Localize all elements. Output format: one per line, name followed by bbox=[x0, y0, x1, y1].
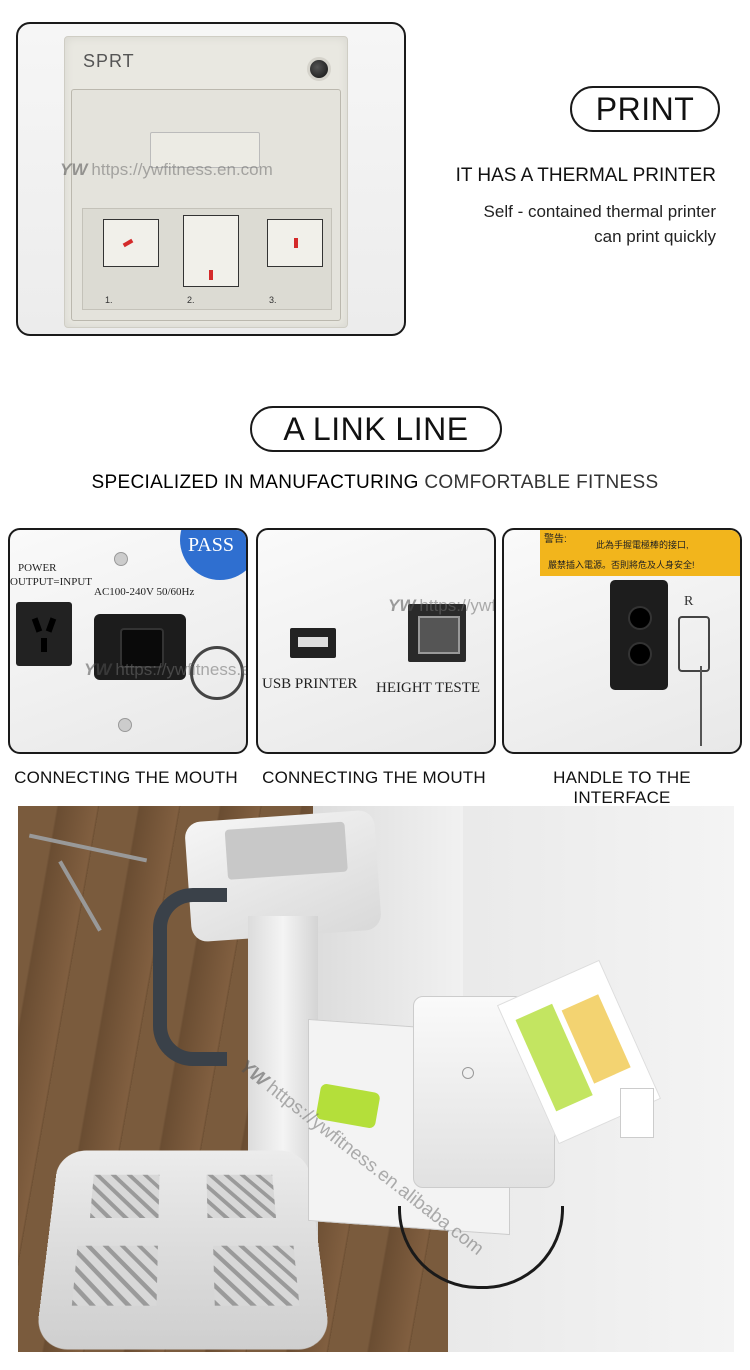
power-label: POWER bbox=[18, 562, 57, 574]
ce-mark-icon bbox=[190, 646, 244, 700]
red-arrow-icon bbox=[209, 270, 213, 280]
watermark: YWhttps://ywfitness.en.com bbox=[388, 596, 496, 616]
port-c-caption: HANDLE TO THE INTERFACE bbox=[553, 768, 691, 807]
link-line-heading-pill: A LINK LINE bbox=[250, 406, 502, 452]
watermark-url: https://ywfitness.en.com bbox=[419, 596, 496, 615]
warning-line-2: 嚴禁插入電源。否則將危及人身安全! bbox=[548, 560, 695, 570]
printer-brand-label: SPRT bbox=[83, 51, 135, 71]
electrode-handle-port-photo: 警告: 此為手握電極棒的接口, 嚴禁插入電源。否則將危及人身安全! R bbox=[502, 528, 742, 754]
plug-diagram-icon bbox=[678, 616, 710, 672]
paper-loading-diagram: 1. 2. 3. bbox=[82, 208, 332, 310]
cable-line bbox=[700, 666, 702, 746]
electrode-hand-grip bbox=[153, 888, 227, 1066]
watermark-logo: YW bbox=[84, 660, 112, 679]
warning-sticker: 警告: 此為手握電極棒的接口, 嚴禁插入電源。否則將危及人身安全! bbox=[540, 530, 740, 576]
printer-lid: 1. 2. 3. bbox=[71, 89, 341, 321]
foot-electrode bbox=[206, 1174, 277, 1218]
output-input-label: OUTPUT=INPUT bbox=[10, 576, 92, 588]
foot-platform bbox=[34, 1150, 332, 1350]
step-number: 2. bbox=[187, 295, 195, 305]
printer-subtitle: IT HAS A THERMAL PRINTER bbox=[455, 165, 716, 186]
voltage-label: AC100-240V 50/60Hz bbox=[94, 586, 195, 598]
link-line-heading: A LINK LINE bbox=[283, 410, 469, 447]
warning-title: 警告: bbox=[544, 534, 567, 545]
red-arrow-icon bbox=[122, 238, 134, 248]
iec-socket-icon bbox=[610, 580, 668, 690]
printer-description-1: Self - contained thermal printer bbox=[483, 202, 716, 221]
body-analyzer-with-printer-photo: YWhttps://ywfitness.en.alibaba.com bbox=[18, 806, 734, 1352]
print-heading-pill: PRINT bbox=[570, 86, 720, 132]
foot-electrode bbox=[89, 1174, 160, 1218]
watermark-url: https://ywfitness.en.com bbox=[115, 660, 246, 679]
port-a-caption: CONNECTING THE MOUTH bbox=[14, 768, 238, 787]
height-tester-label: HEIGHT TESTE bbox=[376, 680, 481, 696]
printer-description-2: can print quickly bbox=[594, 227, 716, 246]
tagline-bold: SPECIALIZED IN MANUFACTURING bbox=[91, 472, 419, 493]
power-output-socket-icon bbox=[16, 602, 72, 666]
diagram-step-1 bbox=[103, 219, 159, 267]
wall-outlet-icon bbox=[620, 1088, 654, 1138]
screw-icon bbox=[118, 718, 132, 732]
port-b-caption: CONNECTING THE MOUTH bbox=[262, 768, 486, 787]
registered-mark: R bbox=[684, 594, 694, 609]
printer-paper-slot bbox=[150, 132, 260, 168]
thermal-printer-panel: SPRT 1. 2. 3. bbox=[64, 36, 348, 328]
foot-electrode bbox=[71, 1245, 158, 1306]
watermark-logo: YW bbox=[388, 596, 416, 615]
watermark-url: https://ywfitness.en.com bbox=[91, 160, 273, 179]
watermark: YWhttps://ywfitness.en.com bbox=[84, 660, 246, 680]
foot-electrode bbox=[213, 1245, 300, 1306]
diagram-step-3 bbox=[267, 219, 323, 267]
analyzer-screen bbox=[224, 821, 348, 880]
diagram-step-2 bbox=[183, 215, 239, 287]
specialized-tagline: SPECIALIZED IN MANUFACTURING COMFORTABLE… bbox=[0, 472, 750, 494]
height-tester-port-icon bbox=[408, 604, 466, 662]
watermark-logo: YW bbox=[60, 160, 88, 179]
pass-sticker: PASS bbox=[180, 530, 246, 580]
power-port-photo: PASS POWER OUTPUT=INPUT AC100-240V 50/60… bbox=[8, 528, 248, 754]
red-arrow-icon bbox=[294, 238, 298, 248]
usb-and-height-port-photo: USB PRINTER HEIGHT TESTE YWhttps://ywfit… bbox=[256, 528, 496, 754]
step-number: 3. bbox=[269, 295, 277, 305]
print-heading: PRINT bbox=[595, 90, 695, 127]
step-number: 1. bbox=[105, 295, 113, 305]
tagline-light: COMFORTABLE FITNESS bbox=[424, 472, 659, 493]
warning-line-1: 此為手握電極棒的接口, bbox=[596, 540, 689, 550]
printer-logo-icon bbox=[462, 1067, 474, 1079]
printer-feed-button-icon bbox=[307, 57, 331, 81]
pass-label: PASS bbox=[188, 534, 234, 556]
usb-printer-label: USB PRINTER bbox=[262, 676, 358, 692]
ac-inlet-socket-icon bbox=[94, 614, 186, 680]
screw-icon bbox=[114, 552, 128, 566]
usb-port-icon bbox=[290, 628, 336, 658]
